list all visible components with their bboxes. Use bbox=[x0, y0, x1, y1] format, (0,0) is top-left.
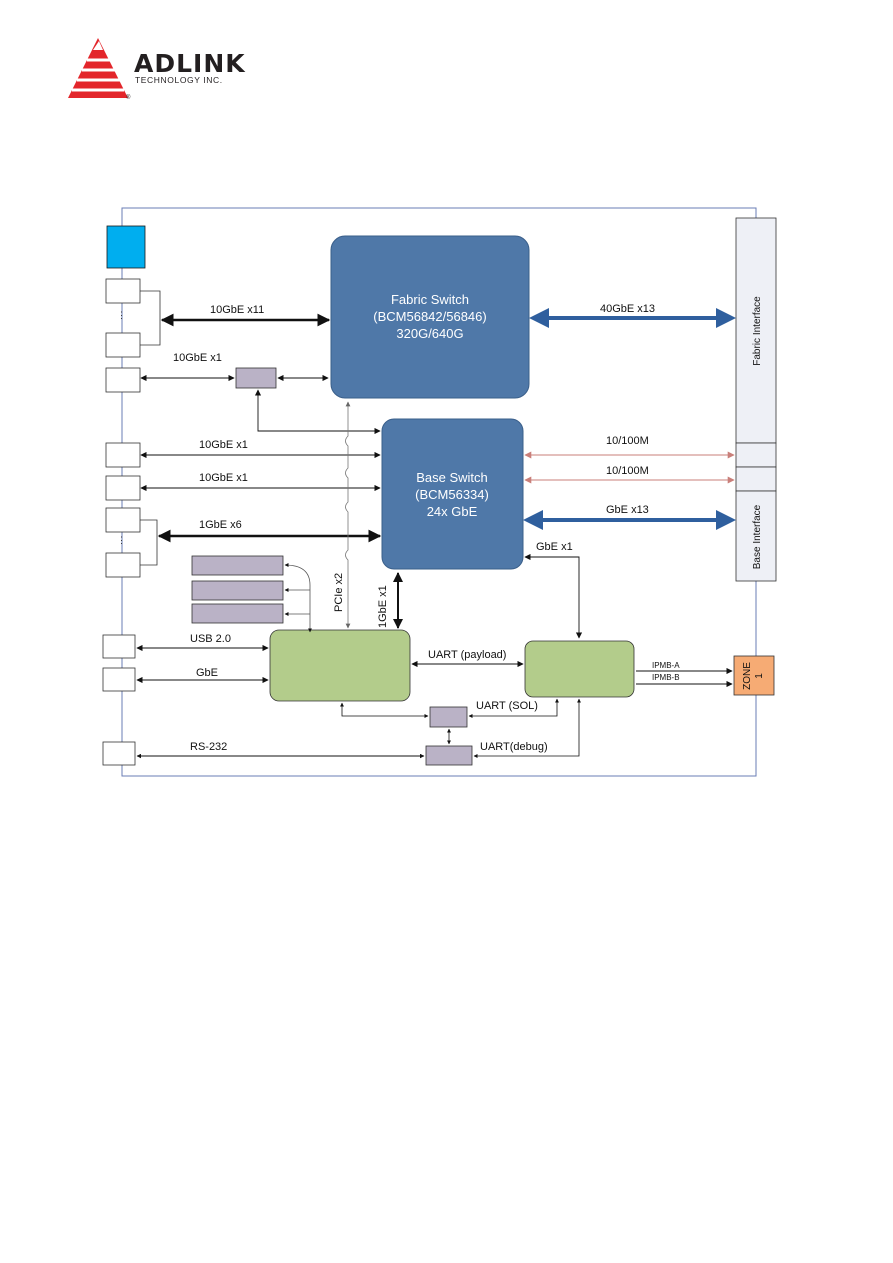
fabric-interface-label: Fabric Interface bbox=[752, 296, 763, 366]
usb-port bbox=[102, 634, 136, 659]
label-usb: USB 2.0 bbox=[190, 633, 231, 645]
link-pcie-x2 bbox=[345, 401, 351, 629]
fabric-interface: Fabric Interface bbox=[735, 217, 777, 444]
label-1gbe-x6: 1GbE x6 bbox=[199, 519, 242, 531]
base-interface: Base Interface bbox=[735, 490, 777, 582]
serial-port bbox=[102, 741, 136, 766]
base-interface-slot bbox=[735, 442, 777, 468]
label-ipmb-a: IPMB-A bbox=[652, 661, 680, 670]
label-gbe-x1: GbE x1 bbox=[536, 541, 573, 553]
link-uart-cpu-mux bbox=[340, 702, 429, 718]
port-ellipsis: ⋮ bbox=[117, 535, 126, 545]
adlink-logo: ADLINK TECHNOLOGY INC. ® bbox=[68, 38, 246, 101]
label-uart-payload: UART (payload) bbox=[428, 649, 506, 661]
fabric-switch-title: Fabric Switch bbox=[391, 292, 469, 307]
zone-number: 1 bbox=[754, 673, 765, 679]
memory-block bbox=[191, 603, 284, 624]
zone1-connector: ZONE 1 bbox=[733, 655, 775, 696]
link-memory-cpu bbox=[284, 563, 311, 628]
phy-chip-block bbox=[235, 367, 277, 389]
label-uart-sol: UART (SOL) bbox=[476, 700, 538, 712]
label-gbe: GbE bbox=[196, 667, 218, 679]
label-uart-debug: UART(debug) bbox=[480, 741, 548, 753]
sfp-port bbox=[105, 475, 141, 501]
logo-registered-mark: ® bbox=[126, 94, 131, 101]
label-10-100m-b: 10/100M bbox=[606, 465, 649, 477]
memory-block bbox=[191, 580, 284, 601]
sfp-port bbox=[105, 367, 141, 393]
sfp-port bbox=[105, 442, 141, 468]
front-panel-handle bbox=[106, 225, 146, 269]
zone-label: ZONE bbox=[742, 662, 753, 690]
label-1gbe-x1: 1GbE x1 bbox=[377, 585, 389, 628]
base-switch-title: Base Switch bbox=[416, 470, 488, 485]
base-switch-ports: 24x GbE bbox=[427, 504, 478, 519]
label-10gbe-x1-base-b: 10GbE x1 bbox=[199, 472, 248, 484]
serial-transceiver-block bbox=[425, 745, 473, 766]
label-pcie-x2: PCIe x2 bbox=[333, 573, 345, 612]
label-10gbe-x1-fabric: 10GbE x1 bbox=[173, 352, 222, 364]
label-10-100m-a: 10/100M bbox=[606, 435, 649, 447]
label-rs232: RS-232 bbox=[190, 741, 227, 753]
sfp-port bbox=[105, 278, 141, 304]
base-switch-chip: (BCM56334) bbox=[415, 487, 489, 502]
base-interface-label: Base Interface bbox=[752, 504, 763, 569]
sfp-port bbox=[105, 332, 141, 358]
connections bbox=[136, 308, 736, 759]
link-phy-base bbox=[254, 389, 381, 435]
rj45-port bbox=[105, 552, 141, 578]
label-40gbe-x13: 40GbE x13 bbox=[600, 303, 655, 315]
base-interface-slot bbox=[735, 466, 777, 492]
gbe-port bbox=[102, 667, 136, 692]
fabric-switch-capacity: 320G/640G bbox=[396, 326, 463, 341]
port-group-bracket bbox=[140, 519, 158, 566]
port-group-bracket bbox=[140, 290, 161, 346]
uart-mux-block bbox=[429, 706, 468, 728]
link-gbe-x1 bbox=[524, 553, 583, 639]
cpu-block bbox=[269, 629, 411, 702]
fabric-switch-chip: (BCM56842/56846) bbox=[373, 309, 486, 324]
logo-brand-name: ADLINK bbox=[134, 49, 246, 78]
logo-brand-subtitle: TECHNOLOGY INC. bbox=[135, 75, 223, 85]
link-labels: 10GbE x11 10GbE x1 40GbE x13 10GbE x1 10… bbox=[173, 303, 680, 753]
fabric-switch-block: Fabric Switch (BCM56842/56846) 320G/640G bbox=[330, 235, 530, 399]
rj45-port bbox=[105, 507, 141, 533]
label-10gbe-x1-base-a: 10GbE x1 bbox=[199, 439, 248, 451]
memory-block bbox=[191, 555, 284, 576]
ipmc-block bbox=[524, 640, 635, 698]
label-gbe-x13: GbE x13 bbox=[606, 504, 649, 516]
link-uart-debug bbox=[473, 698, 581, 758]
base-switch-block: Base Switch (BCM56334) 24x GbE bbox=[381, 418, 524, 570]
front-panel-connectors: ⋮ ⋮ bbox=[102, 225, 161, 766]
logo-triangle-icon bbox=[68, 38, 128, 98]
label-ipmb-b: IPMB-B bbox=[652, 673, 680, 682]
port-ellipsis: ⋮ bbox=[117, 310, 126, 320]
label-10gbe-x11: 10GbE x11 bbox=[210, 304, 264, 316]
